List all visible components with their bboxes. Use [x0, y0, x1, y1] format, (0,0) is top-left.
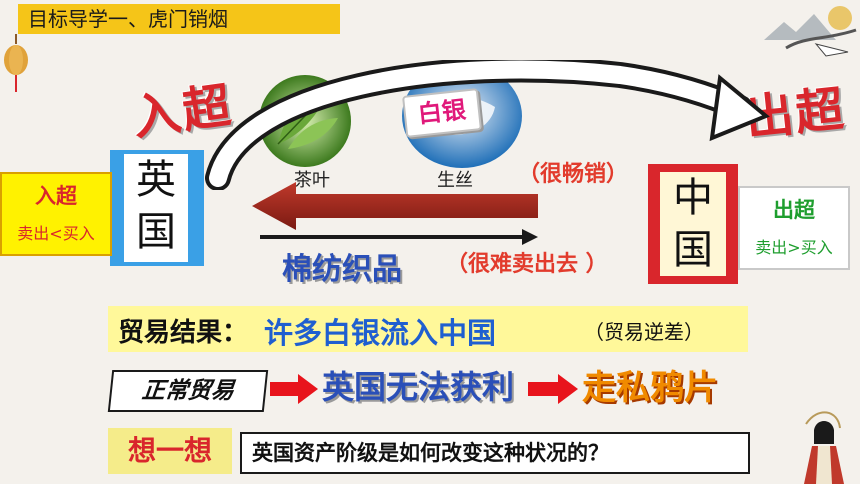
- silk-label: 生丝: [437, 170, 473, 191]
- export-surplus-title: 出超: [773, 198, 815, 222]
- tea-silk-flow-arrow: [252, 182, 538, 230]
- trade-result-bar: 贸易结果： 许多白银流入中国 （贸易逆差）: [108, 306, 748, 352]
- import-surplus-title: 入超: [35, 184, 77, 208]
- china-char-1: 中: [673, 175, 713, 221]
- import-surplus-formula: 卖出<买入: [17, 224, 95, 243]
- silver-label: 白银: [416, 95, 468, 129]
- china-label: 中 国: [660, 172, 726, 276]
- britain-char-2: 国: [136, 209, 176, 255]
- export-surplus-box: 出超 卖出>买入: [738, 186, 850, 270]
- china-char-2: 国: [673, 227, 713, 273]
- britain-label: 英 国: [124, 154, 188, 262]
- lantern-icon: [4, 34, 28, 92]
- think-question: 英国资产阶级是如何改变这种状况的？: [252, 441, 609, 465]
- britain-cannot-profit-label: 英国无法获利: [322, 368, 515, 406]
- hard-to-sell-label: （很难卖出去 ）: [446, 252, 608, 277]
- export-surplus-formula: 卖出>买入: [755, 238, 833, 257]
- think-label-box: 想一想: [108, 428, 232, 474]
- trade-result-label: 贸易结果：: [118, 318, 249, 348]
- tea-label: 茶叶: [294, 170, 330, 191]
- china-box: 中 国: [648, 164, 738, 284]
- cotton-goods-label: 棉纺织品: [282, 252, 402, 287]
- normal-trade-label: 正常贸易: [140, 378, 236, 404]
- cotton-flow-arrow: [260, 229, 538, 245]
- think-label: 想一想: [127, 434, 212, 467]
- britain-box: 英 国: [110, 150, 204, 266]
- sells-well-label: （很畅销）: [518, 162, 629, 187]
- crane-decoration-icon: [764, 6, 857, 57]
- import-surplus-box: 入超 卖出<买入: [0, 172, 112, 256]
- trade-result-note: （贸易逆差）: [584, 320, 704, 344]
- silver-label-box: 白银: [402, 88, 482, 138]
- think-question-box: 英国资产阶级是如何改变这种状况的？: [240, 432, 750, 474]
- silver-flow-arrow: [205, 60, 770, 190]
- smuggle-opium-label: 走私鸦片: [582, 368, 718, 408]
- britain-char-1: 英: [136, 157, 176, 203]
- figure-decoration-icon: [804, 411, 844, 484]
- arrow-right-icon: [270, 374, 318, 404]
- page-title: 目标导学一、虎门销烟: [18, 4, 340, 34]
- arrow-right-icon: [528, 374, 578, 404]
- trade-result-text: 许多白银流入中国: [264, 316, 497, 350]
- normal-trade-box: 正常贸易: [107, 370, 269, 412]
